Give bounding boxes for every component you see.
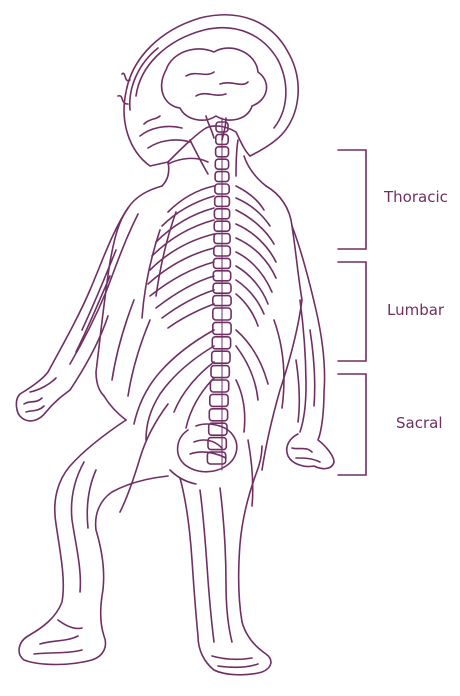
raised-leg-outline <box>19 420 168 665</box>
rib-nerves <box>148 186 276 328</box>
brain <box>162 48 267 120</box>
vertebra <box>210 380 228 392</box>
vertebra <box>211 366 229 378</box>
right-arm-outline <box>287 226 334 469</box>
lumbar-label: Lumbar <box>387 301 445 319</box>
vertebra <box>212 337 230 349</box>
left-arm-outline <box>16 208 128 421</box>
sacral-label: Sacral <box>396 414 443 432</box>
vertebra <box>210 394 228 406</box>
pelvis-nerve-plexus <box>178 424 237 472</box>
thoracic-label: Thoracic <box>383 188 448 206</box>
vertebra <box>209 409 227 421</box>
lumbar-bracket <box>338 262 366 361</box>
head-outline <box>124 15 298 166</box>
sacral-bracket <box>338 374 366 475</box>
spinal-column <box>207 118 231 470</box>
thoracic-bracket <box>338 150 366 249</box>
